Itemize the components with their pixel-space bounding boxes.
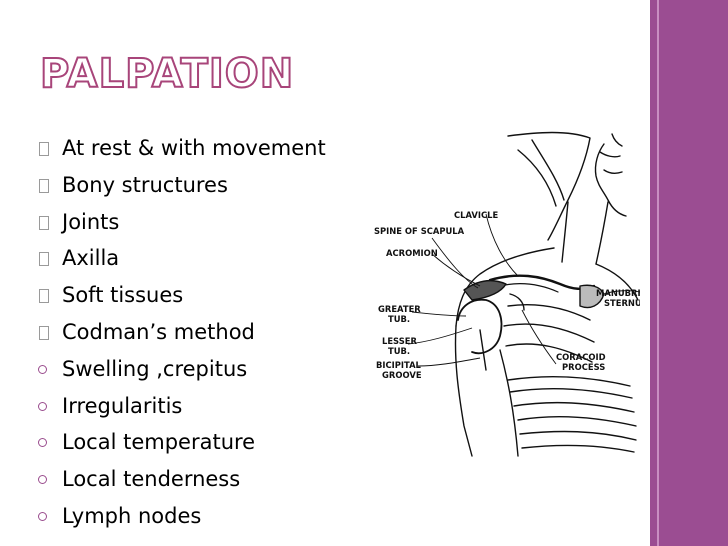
square-bullet-icon <box>36 204 52 241</box>
torso-outline <box>595 263 639 301</box>
bullet-item: Codman’s method <box>36 314 326 351</box>
garment-fold <box>507 375 631 387</box>
square-bullet-icon <box>36 130 52 167</box>
label-manubrium: STERNUM <box>604 298 640 308</box>
bullet-item: Soft tissues <box>36 277 326 314</box>
bullet-item: Local temperature <box>36 424 326 461</box>
label-coracoid: PROCESS <box>562 362 605 372</box>
bullet-text: Axilla <box>62 246 120 271</box>
bullet-item: Swelling ,crepitus <box>36 351 326 388</box>
garment-fold <box>521 444 635 453</box>
bullet-item: At rest & with movement <box>36 130 326 167</box>
label-greater-tub: GREATER <box>378 304 421 314</box>
label-clavicle: CLAVICLE <box>454 210 498 220</box>
neck-outline <box>595 201 609 265</box>
leader-line <box>485 213 519 277</box>
garment-fold <box>519 430 637 441</box>
bullet-text: At rest & with movement <box>62 136 326 160</box>
circle-bullet-icon <box>36 461 52 498</box>
slide-title: PALPATION <box>39 50 295 98</box>
bullet-text: Joints <box>62 209 120 234</box>
coracoid-process <box>509 293 525 311</box>
garment-fold <box>513 401 635 413</box>
label-spine-of-scapula: SPINE OF SCAPULA <box>374 226 465 236</box>
leader-line <box>407 327 473 345</box>
shoulder-outline <box>455 247 555 327</box>
arm-outline <box>499 349 519 457</box>
rib-line <box>503 323 595 343</box>
bullet-text: Lymph nodes <box>62 503 202 528</box>
hair-strand <box>531 139 565 201</box>
bullet-text: Soft tissues <box>62 283 184 308</box>
bullet-text: Bony structures <box>62 172 228 197</box>
accent-line <box>657 0 659 546</box>
bullet-text: Local temperature <box>62 430 256 455</box>
square-bullet-icon <box>36 314 52 351</box>
bullet-text: Codman’s method <box>62 319 255 344</box>
label-coracoid: CORACOID <box>556 352 606 362</box>
label-lesser-tub: LESSER <box>382 336 417 346</box>
face-outline <box>594 143 627 217</box>
bullet-text: Swelling ,crepitus <box>62 356 248 381</box>
circle-bullet-icon <box>36 351 52 388</box>
shoulder-anatomy-diagram: CLAVICLE SPINE OF SCAPULA ACROMION MANUB… <box>374 131 640 457</box>
label-bicipital-groove: BICIPITAL <box>376 360 422 370</box>
square-bullet-icon <box>36 240 52 277</box>
label-acromion: ACROMION <box>386 248 438 258</box>
bullet-item: Bony structures <box>36 167 326 204</box>
bullet-item: Lymph nodes <box>36 498 326 535</box>
label-lesser-tub: TUB. <box>388 346 410 356</box>
leader-line <box>417 357 481 367</box>
bicipital-groove <box>479 329 487 371</box>
chin-outline <box>599 151 621 158</box>
rib-line <box>507 304 591 321</box>
bullet-text: Local tenderness <box>62 467 241 492</box>
bullet-item: Local tenderness <box>36 461 326 498</box>
accent-bar <box>650 0 728 546</box>
bullet-item: Axilla <box>36 240 326 277</box>
leader-line <box>411 311 467 317</box>
nose-outline <box>611 133 623 147</box>
leader-line <box>603 290 640 295</box>
label-greater-tub: TUB. <box>388 314 410 324</box>
square-bullet-icon <box>36 277 52 314</box>
leader-line <box>431 237 479 289</box>
circle-bullet-icon <box>36 498 52 535</box>
arm-outline <box>454 325 473 457</box>
label-bicipital-groove: GROOVE <box>382 370 422 380</box>
garment-fold <box>509 387 633 399</box>
bullet-item: Irregularitis <box>36 388 326 425</box>
square-bullet-icon <box>36 167 52 204</box>
label-manubrium: MANUBRIUM OF <box>596 288 640 298</box>
leader-line <box>521 309 557 365</box>
bullet-list: At rest & with movement Bony structures … <box>36 130 326 535</box>
neck-outline <box>561 201 569 263</box>
rib-line <box>505 343 593 363</box>
leader-line <box>431 253 481 287</box>
manubrium-sternum <box>579 284 605 309</box>
circle-bullet-icon <box>36 388 52 425</box>
circle-bullet-icon <box>36 424 52 461</box>
bullet-text: Irregularitis <box>62 393 183 418</box>
bullet-item: Joints <box>36 204 326 241</box>
humerus-head <box>457 298 503 355</box>
garment-fold <box>517 415 637 427</box>
hair-outline <box>507 131 591 241</box>
lips-outline <box>603 169 623 175</box>
hair-strand <box>517 149 557 207</box>
